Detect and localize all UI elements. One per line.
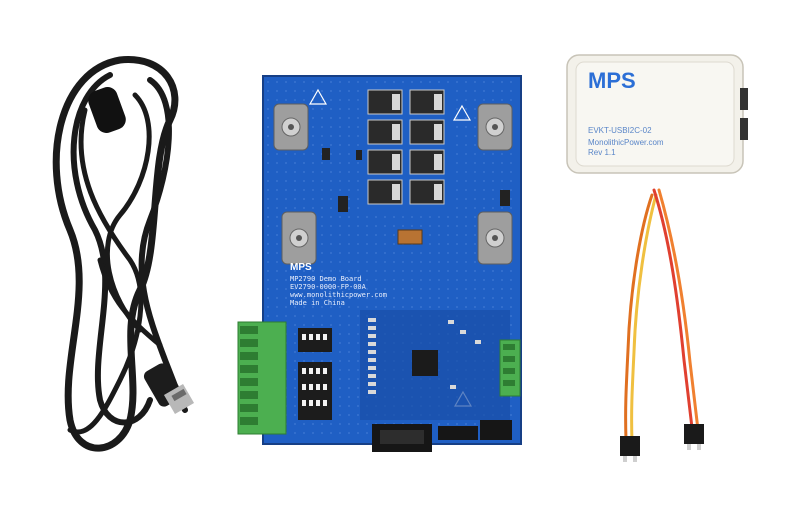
usb-plug <box>143 363 195 415</box>
ferrite-bead <box>88 87 126 133</box>
controller-area <box>360 310 510 420</box>
board-line-3: www.monolithicpower.com <box>290 291 387 299</box>
usb-cable <box>52 56 188 452</box>
demo-board: MPS MP2790 Demo Board EV2790-0000-FP-00A… <box>237 75 522 452</box>
shunt-resistor <box>397 229 423 245</box>
board-brand: MPS <box>290 262 312 273</box>
adapter-site: MonolithicPower.com <box>588 138 664 147</box>
adapter-rev: Rev 1.1 <box>588 148 616 157</box>
green-terminal-block <box>237 321 521 435</box>
board-line-4: Made in China <box>290 299 345 307</box>
adapter-model: EVKT-USBI2C-02 <box>588 126 652 135</box>
power-terminals <box>273 103 513 265</box>
board-line-1: MP2790 Demo Board <box>290 275 362 283</box>
mosfet-array <box>367 89 445 205</box>
adapter-brand: MPS <box>588 68 636 93</box>
usb-i2c-adapter: MPS EVKT-USBI2C-02 MonolithicPower.com R… <box>566 54 748 174</box>
dip-switch <box>298 328 332 420</box>
board-line-2: EV2790-0000-FP-00A <box>290 283 367 291</box>
dupont-connector <box>620 424 704 456</box>
header-connector <box>372 420 512 452</box>
jumper-wires <box>624 188 700 444</box>
